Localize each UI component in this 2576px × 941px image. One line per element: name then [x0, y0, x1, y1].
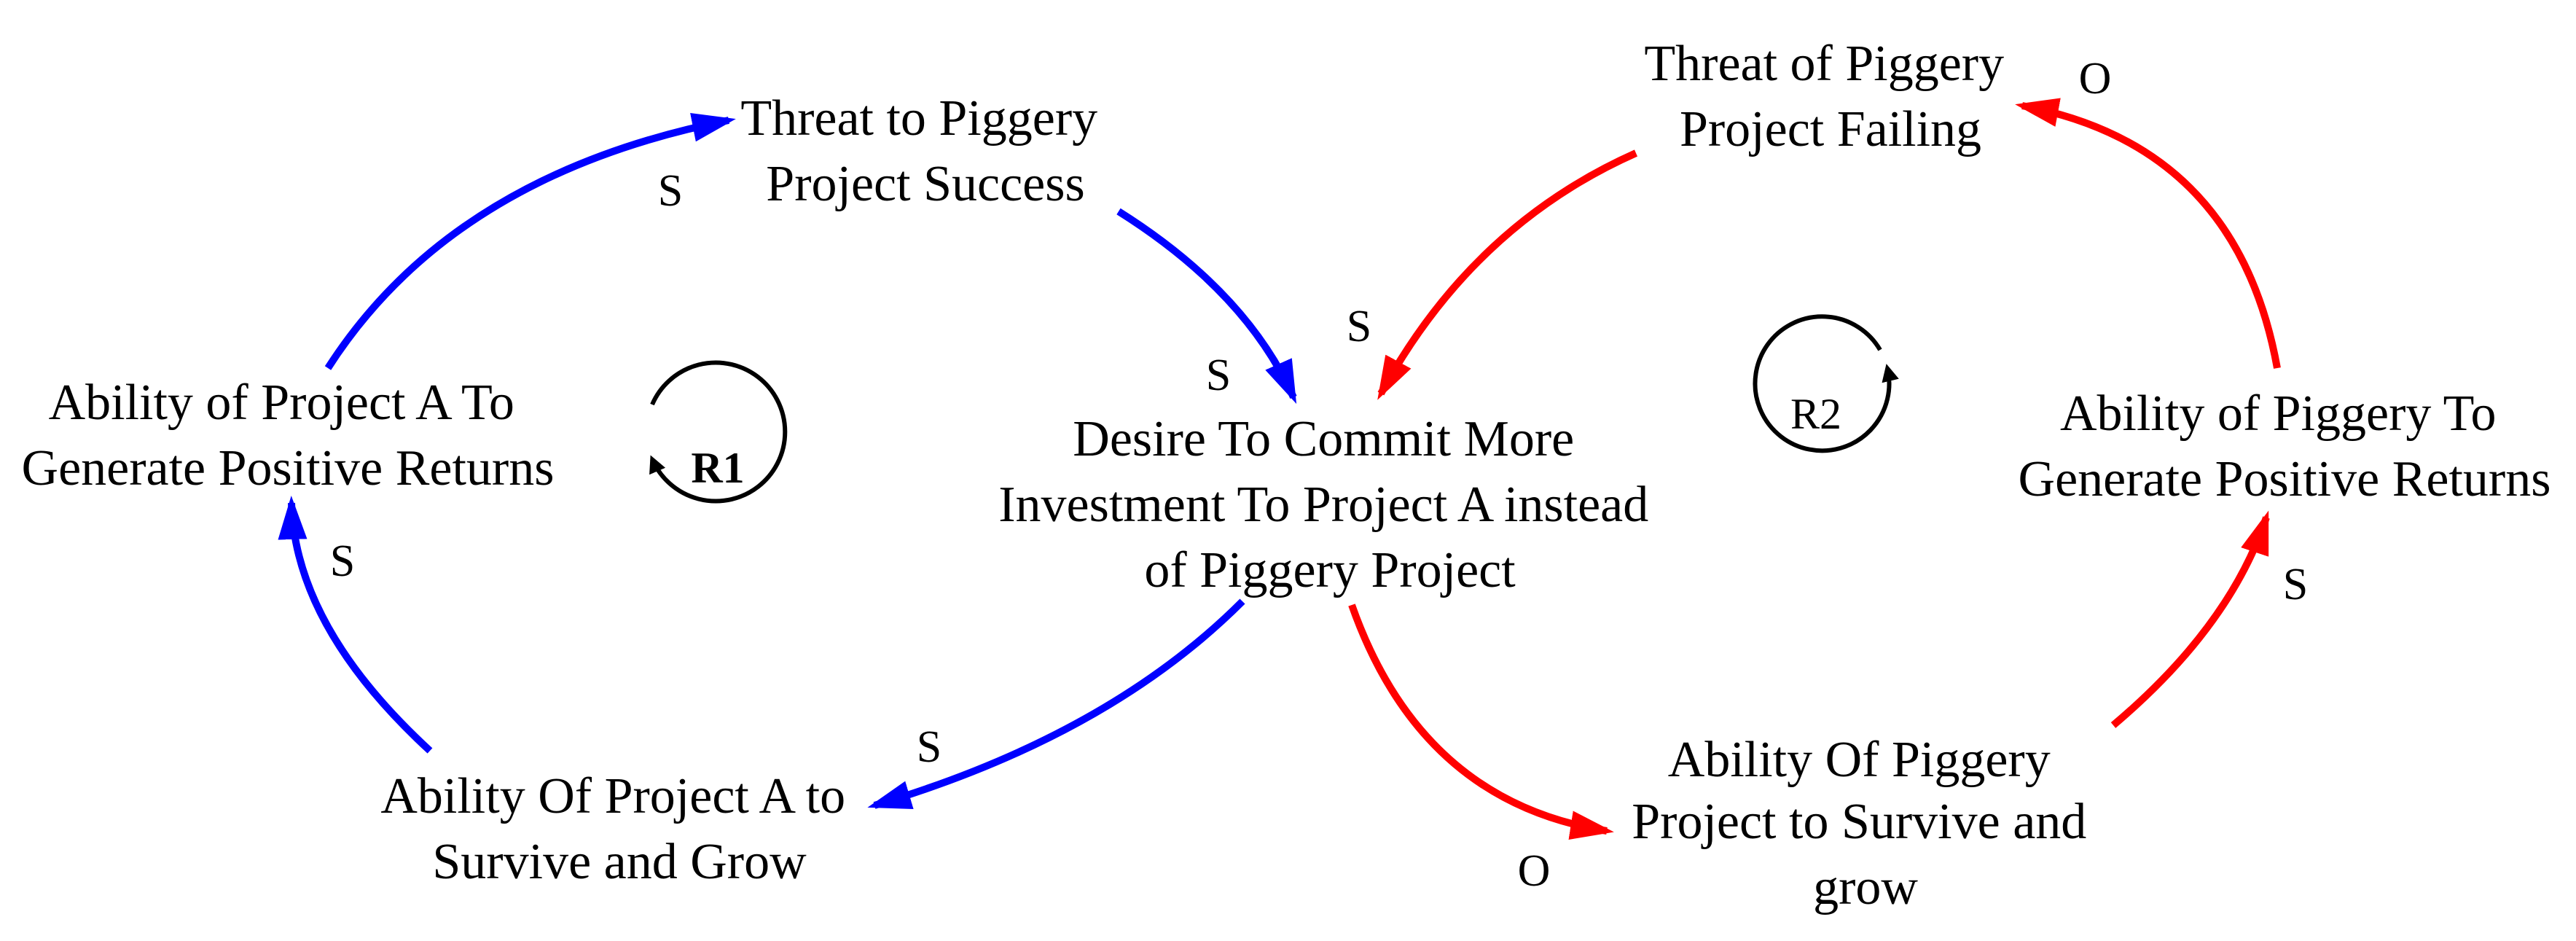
node-line: Survive and Grow: [432, 834, 807, 890]
node-line: Generate Positive Returns: [22, 440, 555, 496]
r1-loop-arrow-icon: [649, 360, 788, 504]
node-line: Ability of Piggery To: [2060, 386, 2497, 442]
r2-loop-arrow-icon: [1753, 314, 1899, 453]
link-threat-success-to-desire: [1116, 208, 1297, 405]
node-line: Project to Survive and: [1632, 794, 2086, 850]
link-desire-to-a-survive: [867, 598, 1245, 809]
link-piggery-survive-to-returns: [2110, 510, 2270, 728]
polarity-piggery-returns-to-failing: O: [2079, 54, 2112, 104]
link-failing-to-desire: [1377, 149, 1638, 400]
node-line: Ability Of Project A to: [380, 768, 845, 824]
node-ability-of-project-a-to-generate-positive-returns: Ability of Project A To Generate Positiv…: [22, 375, 555, 496]
node-line: Threat to Piggery: [740, 90, 1097, 147]
node-threat-to-piggery-project-success: Threat to Piggery Project Success: [740, 90, 1110, 212]
node-line: Desire To Commit More: [1073, 411, 1574, 467]
polarity-threat-to-desire: S: [1206, 351, 1231, 400]
node-line: Ability of Project A To: [49, 375, 514, 431]
link-desire-to-piggery-survive: [1348, 604, 1614, 840]
polarity-failing-to-desire: S: [1347, 302, 1371, 351]
node-line: grow: [1813, 859, 1918, 915]
r2-loop-label: R2: [1790, 390, 1841, 438]
node-line: Threat of Piggery: [1644, 36, 2004, 92]
link-piggery-returns-to-failing: [2015, 98, 2281, 369]
polarity-a-returns-to-threat: S: [658, 166, 683, 216]
node-ability-of-piggery-to-generate-positive-returns: Ability of Piggery To Generate Positive …: [2019, 386, 2551, 507]
node-line: Investment To Project A instead: [998, 477, 1648, 533]
polarity-piggery-survive-to-returns: S: [2283, 560, 2308, 609]
node-line: Project Success: [766, 156, 1084, 212]
polarity-a-survive-to-a-returns: S: [330, 536, 355, 586]
node-line: Generate Positive Returns: [2019, 451, 2551, 507]
polarity-desire-to-a-survive: S: [917, 722, 941, 772]
link-a-returns-to-threat-success: [324, 113, 736, 370]
node-ability-of-project-a-to-survive-and-grow: Ability Of Project A to Survive and Grow: [380, 768, 858, 890]
polarity-desire-to-piggery-survive: O: [1518, 846, 1551, 896]
node-line: Project Failing: [1680, 101, 1981, 157]
node-threat-of-piggery-project-failing: Threat of Piggery Project Failing: [1644, 36, 2016, 157]
node-desire-to-commit-more-investment: Desire To Commit More Investment To Proj…: [998, 411, 1661, 598]
r1-loop-label: R1: [691, 444, 744, 492]
node-line: Ability Of Piggery: [1668, 732, 2051, 788]
node-ability-of-piggery-project-to-survive-and-grow: Ability Of Piggery Project to Survive an…: [1632, 732, 2099, 915]
link-a-survive-to-a-returns: [278, 496, 433, 754]
node-line: of Piggery Project: [1144, 542, 1516, 598]
